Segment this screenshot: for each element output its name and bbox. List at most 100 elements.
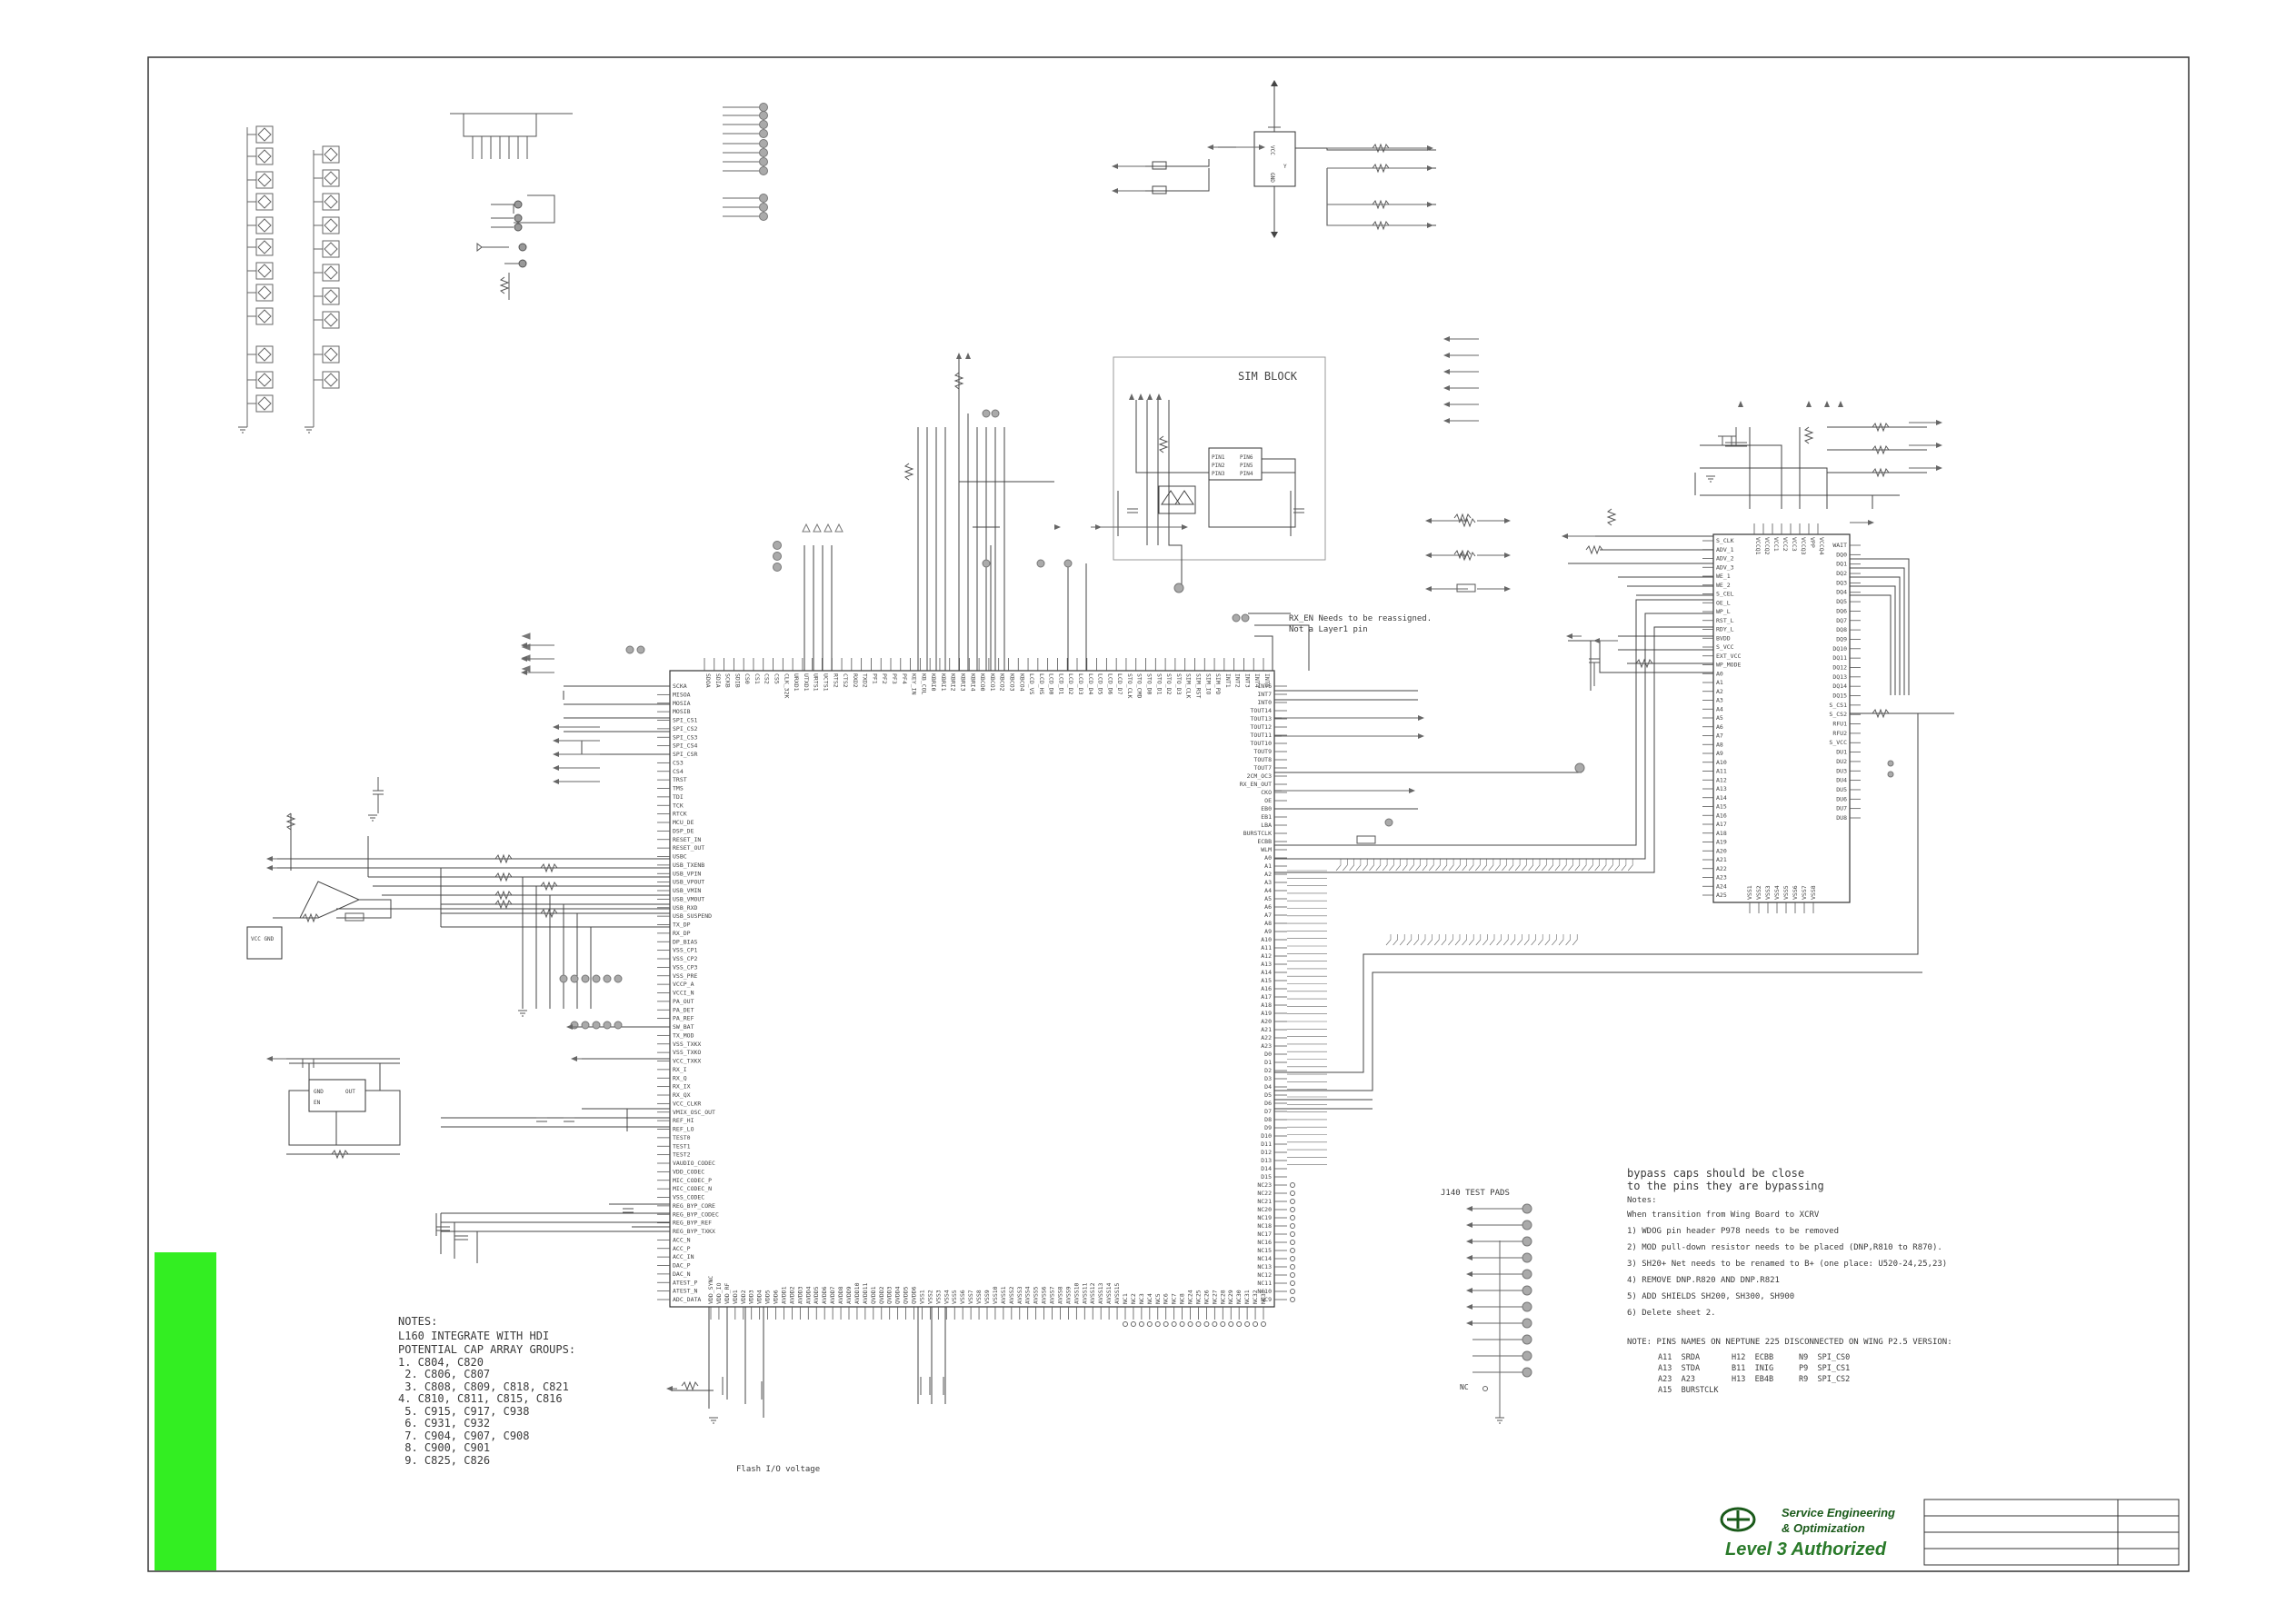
bus-line (1428, 859, 1434, 872)
pin-label: VDD3 (748, 1290, 755, 1304)
arrow-icon (813, 523, 822, 533)
pin-label: WLM (1261, 846, 1272, 853)
pin-label: DU4 (1836, 777, 1847, 784)
bus-line (1362, 859, 1368, 872)
pin-label: NC20 (1257, 1206, 1272, 1213)
pin-label: A16 (1261, 985, 1272, 992)
j140-label: J140 TEST PADS (1441, 1189, 1510, 1198)
nc-terminal (1171, 1321, 1177, 1327)
arrow-icon (1156, 394, 1162, 400)
pin-label: AVDD7 (829, 1286, 836, 1304)
arrow-icon (1806, 401, 1812, 407)
pad-icon (773, 563, 782, 572)
bus-line (1554, 859, 1561, 872)
pad-icon (1574, 762, 1585, 773)
test-pad-icon (1522, 1334, 1532, 1345)
arrow-icon (1466, 1288, 1472, 1293)
sim-block-label: SIM BLOCK (1238, 370, 1298, 383)
pin-label: UCTS1 (822, 673, 829, 692)
pad-icon (759, 111, 768, 120)
pin-table: A11 SRDA H12 ECBB N9 SPI_CS0 A13 STDA B1… (1658, 1352, 1851, 1396)
arrow-icon (824, 523, 833, 533)
pin-label: KBCO4 (1018, 673, 1025, 692)
notes-left-line: 6. C931, C932 (398, 1417, 491, 1430)
pin-label: REG_BYP_CORE (673, 1202, 715, 1210)
green-tag-bar (155, 1252, 216, 1570)
pin-label: DU8 (1836, 814, 1847, 822)
pad-icon (759, 120, 768, 129)
pad-icon (982, 559, 991, 568)
pin-label: S_CS2 (1829, 711, 1847, 718)
pin-label: D9 (1264, 1124, 1272, 1131)
pin-label: SIM_IO (1204, 673, 1212, 695)
arrow-icon (1936, 420, 1942, 425)
pin-label: 2CM_OC3 (1247, 772, 1272, 780)
pin-label: DQ15 (1832, 692, 1847, 700)
pin-label: AVSS14 (1105, 1282, 1113, 1304)
pin-label: VCC2 (1782, 537, 1789, 552)
pin-label: AVDD11 (862, 1282, 869, 1304)
pin-label: DQ0 (1836, 551, 1847, 558)
bus-line (1548, 859, 1553, 872)
main-processor-ic: SCKAMISOAMOSIAMOSIBSPI_CS1SPI_CS2SPI_CS3… (657, 658, 1633, 1327)
pin-label: USB_RXD (673, 904, 697, 912)
pin-label: D6 (1264, 1100, 1272, 1107)
bus-line (1406, 934, 1413, 946)
pin-label: A19 (1261, 1010, 1272, 1017)
bus-line (1335, 859, 1342, 872)
pin-label: ADV_1 (1716, 546, 1734, 553)
pin-label: A5 (1264, 895, 1272, 902)
arrow-icon (1147, 394, 1153, 400)
bus-line (1574, 859, 1581, 872)
pin-label: A5 (1716, 714, 1723, 722)
pin-label: VAUDIO_CODEC (673, 1160, 715, 1167)
pad-icon (581, 1021, 590, 1030)
osc-pin-label: VCC (1269, 145, 1275, 155)
pin-label: CS5 (774, 673, 781, 684)
pin-label: RESET_OUT (673, 844, 704, 852)
pin-label: DQ11 (1832, 654, 1847, 662)
pin-label: TMS (673, 785, 684, 792)
sim-ic (1208, 447, 1263, 481)
arrow-icon (802, 523, 811, 533)
notes-right-item: 6) Delete sheet 2. (1627, 1309, 1716, 1318)
arrow-icon (1112, 164, 1118, 169)
pin-label: TOUT10 (1251, 740, 1273, 747)
nc-terminal (1261, 1321, 1266, 1327)
pin-label: DQ1 (1836, 561, 1847, 568)
pin-label: VSS_TXKO (673, 1049, 701, 1056)
pin-label: A6 (1716, 723, 1723, 731)
nc-terminal (1290, 1207, 1295, 1212)
pin-label: NC9 (1261, 1296, 1272, 1303)
arrow-icon (965, 353, 971, 359)
pin-label: VCCI_N (673, 990, 694, 997)
test-point-icon (257, 347, 272, 362)
test-point-icon (324, 171, 338, 185)
pin-label: LCD_D5 (1097, 673, 1104, 695)
pin-label: ADV_2 (1716, 555, 1734, 563)
pin-label: SIM_CLK (1185, 673, 1193, 698)
pin-label: NC28 (1219, 1290, 1226, 1304)
pin-label: BURSTCLK (1243, 830, 1272, 837)
nc-terminal (1138, 1321, 1144, 1327)
nc-terminal (1290, 1280, 1295, 1286)
pad-icon (759, 103, 768, 112)
notes-left-line: 5. C915, C917, C938 (398, 1404, 530, 1418)
test-pad-icon (1522, 1252, 1532, 1263)
pin-label: MOSIB (673, 708, 691, 715)
pin-label: NC27 (1211, 1290, 1218, 1304)
pin-label: RX_I (673, 1066, 687, 1073)
pin-label: D5 (1264, 1091, 1272, 1099)
arrow-icon (1409, 788, 1415, 793)
pin-label: TOUT12 (1251, 723, 1273, 731)
sim-pin-label: PIN6 (1240, 454, 1253, 461)
pin-label: STO_CMD (1136, 673, 1143, 698)
notes-right-item: 3) SH20+ Net needs to be renamed to B+ (… (1627, 1260, 1948, 1269)
bus-line (1369, 859, 1374, 872)
pin-label: A24 (1716, 882, 1727, 890)
bus-line (1399, 934, 1405, 946)
pin-label: RX_EN_OUT (1240, 781, 1272, 788)
pin-label: A0 (1264, 854, 1272, 862)
table-cell: B11 INIG (1732, 1364, 1774, 1373)
